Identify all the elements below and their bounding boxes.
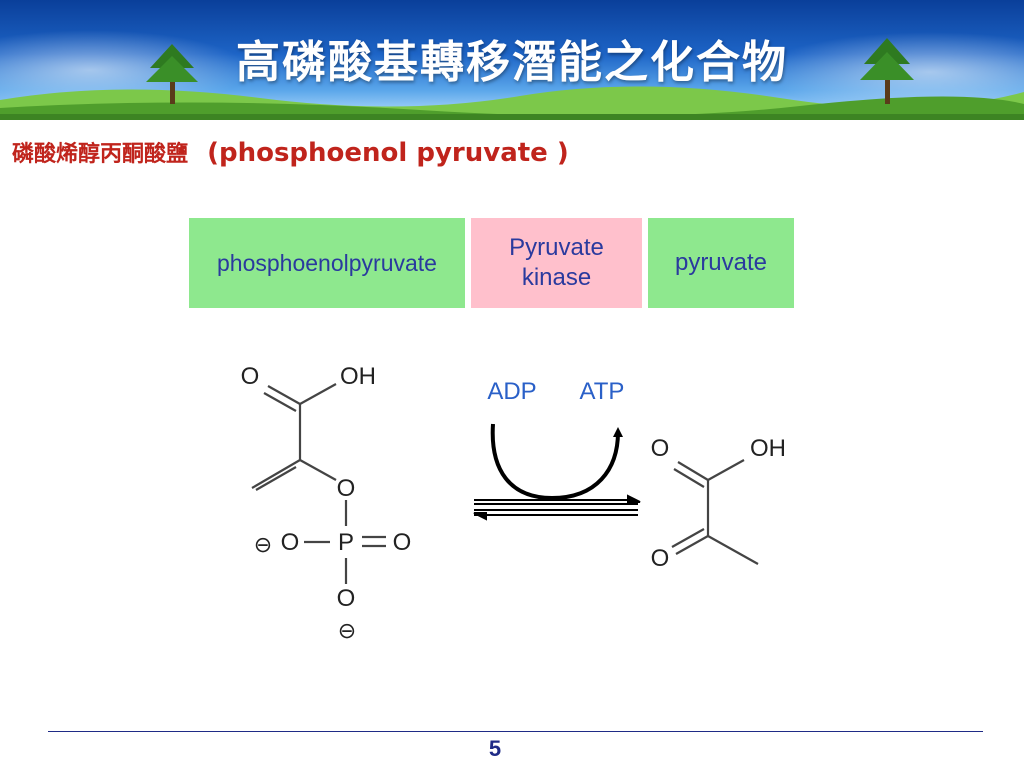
compound-heading: 磷酸烯醇丙酮酸鹽 (phosphoenol pyruvate ) <box>12 136 569 168</box>
compound-name-chinese: 磷酸烯醇丙酮酸鹽 <box>12 141 189 167</box>
pep-carbonyl-o: O <box>241 363 260 390</box>
pep-left-o: O <box>281 529 300 556</box>
pep-phosphorus: P <box>338 529 354 556</box>
pyr-hydroxyl: OH <box>750 435 786 462</box>
pyruvate-structure <box>671 459 759 565</box>
cofactor-labels: ADP ATP <box>487 378 624 405</box>
pep-hydroxyl: OH <box>340 363 376 390</box>
atp-label: ATP <box>580 378 625 405</box>
title-banner: 高磷酸基轉移潛能之化合物 <box>0 0 1024 120</box>
pyr-carbonyl-bond-2 <box>673 468 705 488</box>
compound-name-english: (phosphoenol pyruvate ) <box>207 138 569 168</box>
pep-carbonyl-bond-1 <box>267 385 301 405</box>
tree-left-icon <box>146 44 198 104</box>
pep-negative-charge-bottom: ⊖ <box>338 618 356 643</box>
pep-ester-bond <box>299 459 337 481</box>
equilibrium-arrows-icon <box>473 494 641 521</box>
pyr-methyl-bond <box>707 535 759 565</box>
footer-divider <box>48 731 983 732</box>
pyruvate-atom-labels: O OH O <box>651 435 786 572</box>
adp-label: ADP <box>487 378 536 405</box>
slide-title: 高磷酸基轉移潛能之化合物 <box>236 37 788 88</box>
pep-bottom-o: O <box>337 585 356 612</box>
pyr-hydroxyl-bond <box>707 459 745 481</box>
pep-ester-o: O <box>337 475 356 502</box>
landscape-banner-art <box>0 30 1024 120</box>
pep-alkene-bond-1 <box>251 459 301 489</box>
pyr-carbonyl-o: O <box>651 435 670 462</box>
pep-hydroxyl-bond <box>299 383 337 405</box>
enzyme-box: Pyruvate kinase <box>471 218 642 308</box>
pep-alkene-bond-2 <box>255 466 297 491</box>
substrate-box: phosphoenolpyruvate <box>189 218 465 308</box>
pyr-keto-bond-1 <box>675 535 709 555</box>
pyr-carbonyl-bond-1 <box>677 461 709 481</box>
pyr-keto-bond-2 <box>671 528 705 548</box>
page-number: 5 <box>488 736 502 761</box>
tree-right-icon <box>860 38 914 104</box>
pep-carbonyl-bond-2 <box>263 392 297 412</box>
product-box: pyruvate <box>648 218 794 308</box>
pep-right-o: O <box>393 529 412 556</box>
pep-negative-charge-left: ⊖ <box>254 532 272 557</box>
pep-atom-labels: O OH O ⊖ O P O O ⊖ <box>241 363 412 643</box>
pyr-keto-o: O <box>651 545 670 572</box>
cofactor-arrow-icon <box>490 423 623 501</box>
pep-structure <box>251 383 386 584</box>
